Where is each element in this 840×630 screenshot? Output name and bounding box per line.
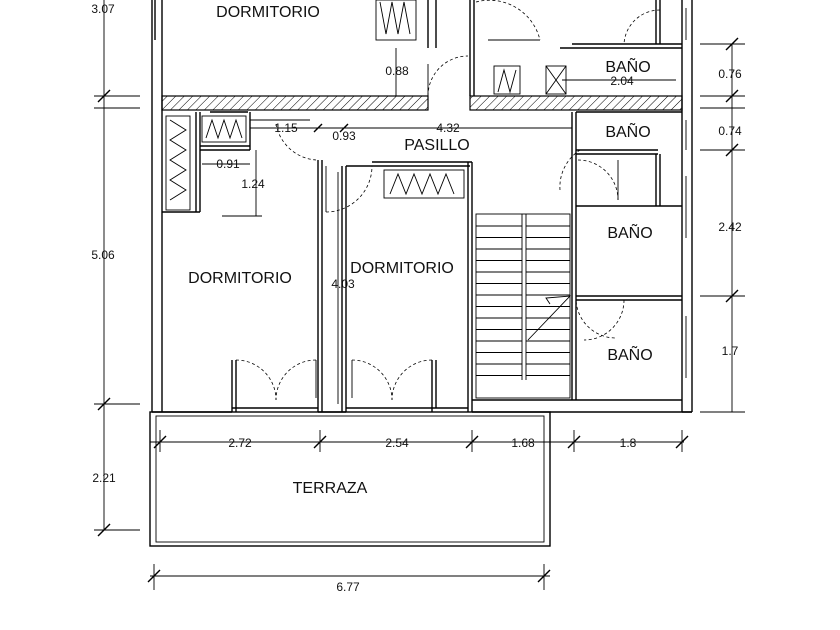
dim-hall-432: 4.32 (436, 121, 460, 135)
label-dormitorio-center: DORMITORIO (350, 260, 454, 277)
room-labels: DORMITORIO DORMITORIO DORMITORIO PASILLO… (188, 4, 653, 497)
label-pasillo: PASILLO (404, 137, 470, 154)
closet-top (375, 0, 417, 41)
dim-left-top: 3.07 (91, 2, 115, 16)
closet-small (201, 115, 247, 143)
dim-right-074: 0.74 (718, 124, 742, 138)
dim-bottom-254: 2.54 (385, 436, 409, 450)
closet-center (383, 169, 465, 199)
dim-bottom-168: 1.68 (511, 436, 535, 450)
dimension-lines (94, 0, 745, 590)
closets (165, 0, 567, 211)
closet-left (165, 115, 191, 211)
dim-total-677: 6.77 (336, 580, 360, 594)
label-terraza: TERRAZA (293, 480, 368, 497)
dim-hall-115: 1.15 (274, 121, 298, 135)
closet-right-top (493, 65, 521, 95)
doors (235, 0, 661, 401)
dim-hall-093: 0.93 (332, 129, 356, 143)
terrace (149, 411, 551, 547)
dim-room-403: 4.03 (331, 277, 355, 291)
hatched-wall-left (161, 95, 429, 111)
dim-left-bottom: 2.21 (92, 471, 116, 485)
dim-left-middle: 5.06 (91, 248, 115, 262)
stair-arrow (527, 295, 572, 341)
label-bano-4: BAÑO (607, 344, 652, 364)
dim-right-076: 0.76 (718, 67, 742, 81)
label-dormitorio-left: DORMITORIO (188, 270, 292, 287)
hatched-wall-right (469, 95, 683, 111)
label-bano-1: BAÑO (605, 56, 650, 76)
dim-bottom-18: 1.8 (620, 436, 637, 450)
stair-steps (476, 225, 572, 376)
dim-closet-124: 1.24 (241, 177, 265, 191)
label-dormitorio-top: DORMITORIO (216, 4, 320, 21)
dim-right-242: 2.42 (718, 220, 742, 234)
dimension-labels: 3.07 5.06 2.21 0.76 0.74 2.42 1.7 0.88 2… (91, 2, 742, 594)
label-bano-3: BAÑO (607, 222, 652, 242)
dim-door-088: 0.88 (385, 64, 409, 78)
dim-bottom-272: 2.72 (228, 436, 252, 450)
dim-right-17: 1.7 (722, 344, 739, 358)
dim-closet-091: 0.91 (216, 157, 240, 171)
label-bano-2: BAÑO (605, 121, 650, 141)
walls (151, 0, 693, 413)
dim-bano-204: 2.04 (610, 74, 634, 88)
